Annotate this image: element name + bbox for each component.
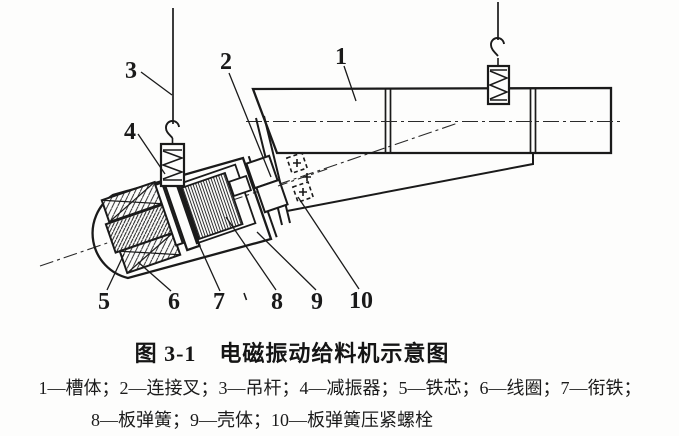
- part-label-9: 9: [311, 289, 323, 315]
- leader-2: [228, 72, 272, 178]
- spring-clamp-block: [227, 174, 253, 198]
- leader-7: [190, 226, 221, 292]
- armature-plate: [154, 181, 184, 247]
- figure-legend-line-2: 8—板弹簧；9—壳体；10—板弹簧压紧螺栓: [91, 410, 433, 430]
- leader-5: [106, 253, 125, 291]
- part-label-10: 10: [349, 288, 373, 314]
- part-label-4: 4: [124, 119, 136, 145]
- leader-3: [140, 71, 173, 96]
- coil-bottom-block: [118, 231, 182, 275]
- shell-outline: [91, 156, 273, 280]
- part-label-7: 7: [213, 289, 225, 315]
- figure-caption-title: 图 3-1 电磁振动给料机示意图: [134, 341, 450, 366]
- part-label-2: 2: [220, 49, 232, 75]
- leader-10: [297, 196, 360, 290]
- clamp-bolts-hidden: [285, 151, 315, 204]
- vibrator-axis-line: [39, 122, 459, 267]
- fork-clamp-block-lower: [255, 178, 289, 214]
- leader-1: [343, 65, 357, 102]
- leaf-spring-stack: [180, 171, 244, 241]
- part-label-3: 3: [125, 58, 137, 84]
- part-label-1: 1: [335, 44, 347, 70]
- left-hook-icon: [165, 120, 180, 144]
- leader-8: [225, 216, 277, 291]
- tick-mark: [243, 292, 248, 301]
- left-damper-spring: [159, 142, 186, 188]
- trough-support-bracket: [286, 153, 534, 212]
- part-label-8: 8: [271, 289, 283, 315]
- trough-dividers: [384, 88, 537, 153]
- leader-9: [256, 231, 317, 291]
- leader-6: [137, 261, 172, 292]
- leaf-spring-frame: [175, 163, 257, 245]
- leader-lines: [106, 65, 360, 292]
- right-damper-spring: [486, 64, 511, 106]
- part-label-6: 6: [168, 289, 180, 315]
- part-label-5: 5: [98, 289, 110, 315]
- figure-legend-line-1: 1—槽体；2—连接叉；3—吊杆；4—减振器；5—铁芯；6—线圈；7—衔铁；: [38, 378, 642, 398]
- right-hook-icon: [490, 37, 505, 66]
- trough-outline: [251, 86, 613, 155]
- leader-4: [137, 133, 166, 175]
